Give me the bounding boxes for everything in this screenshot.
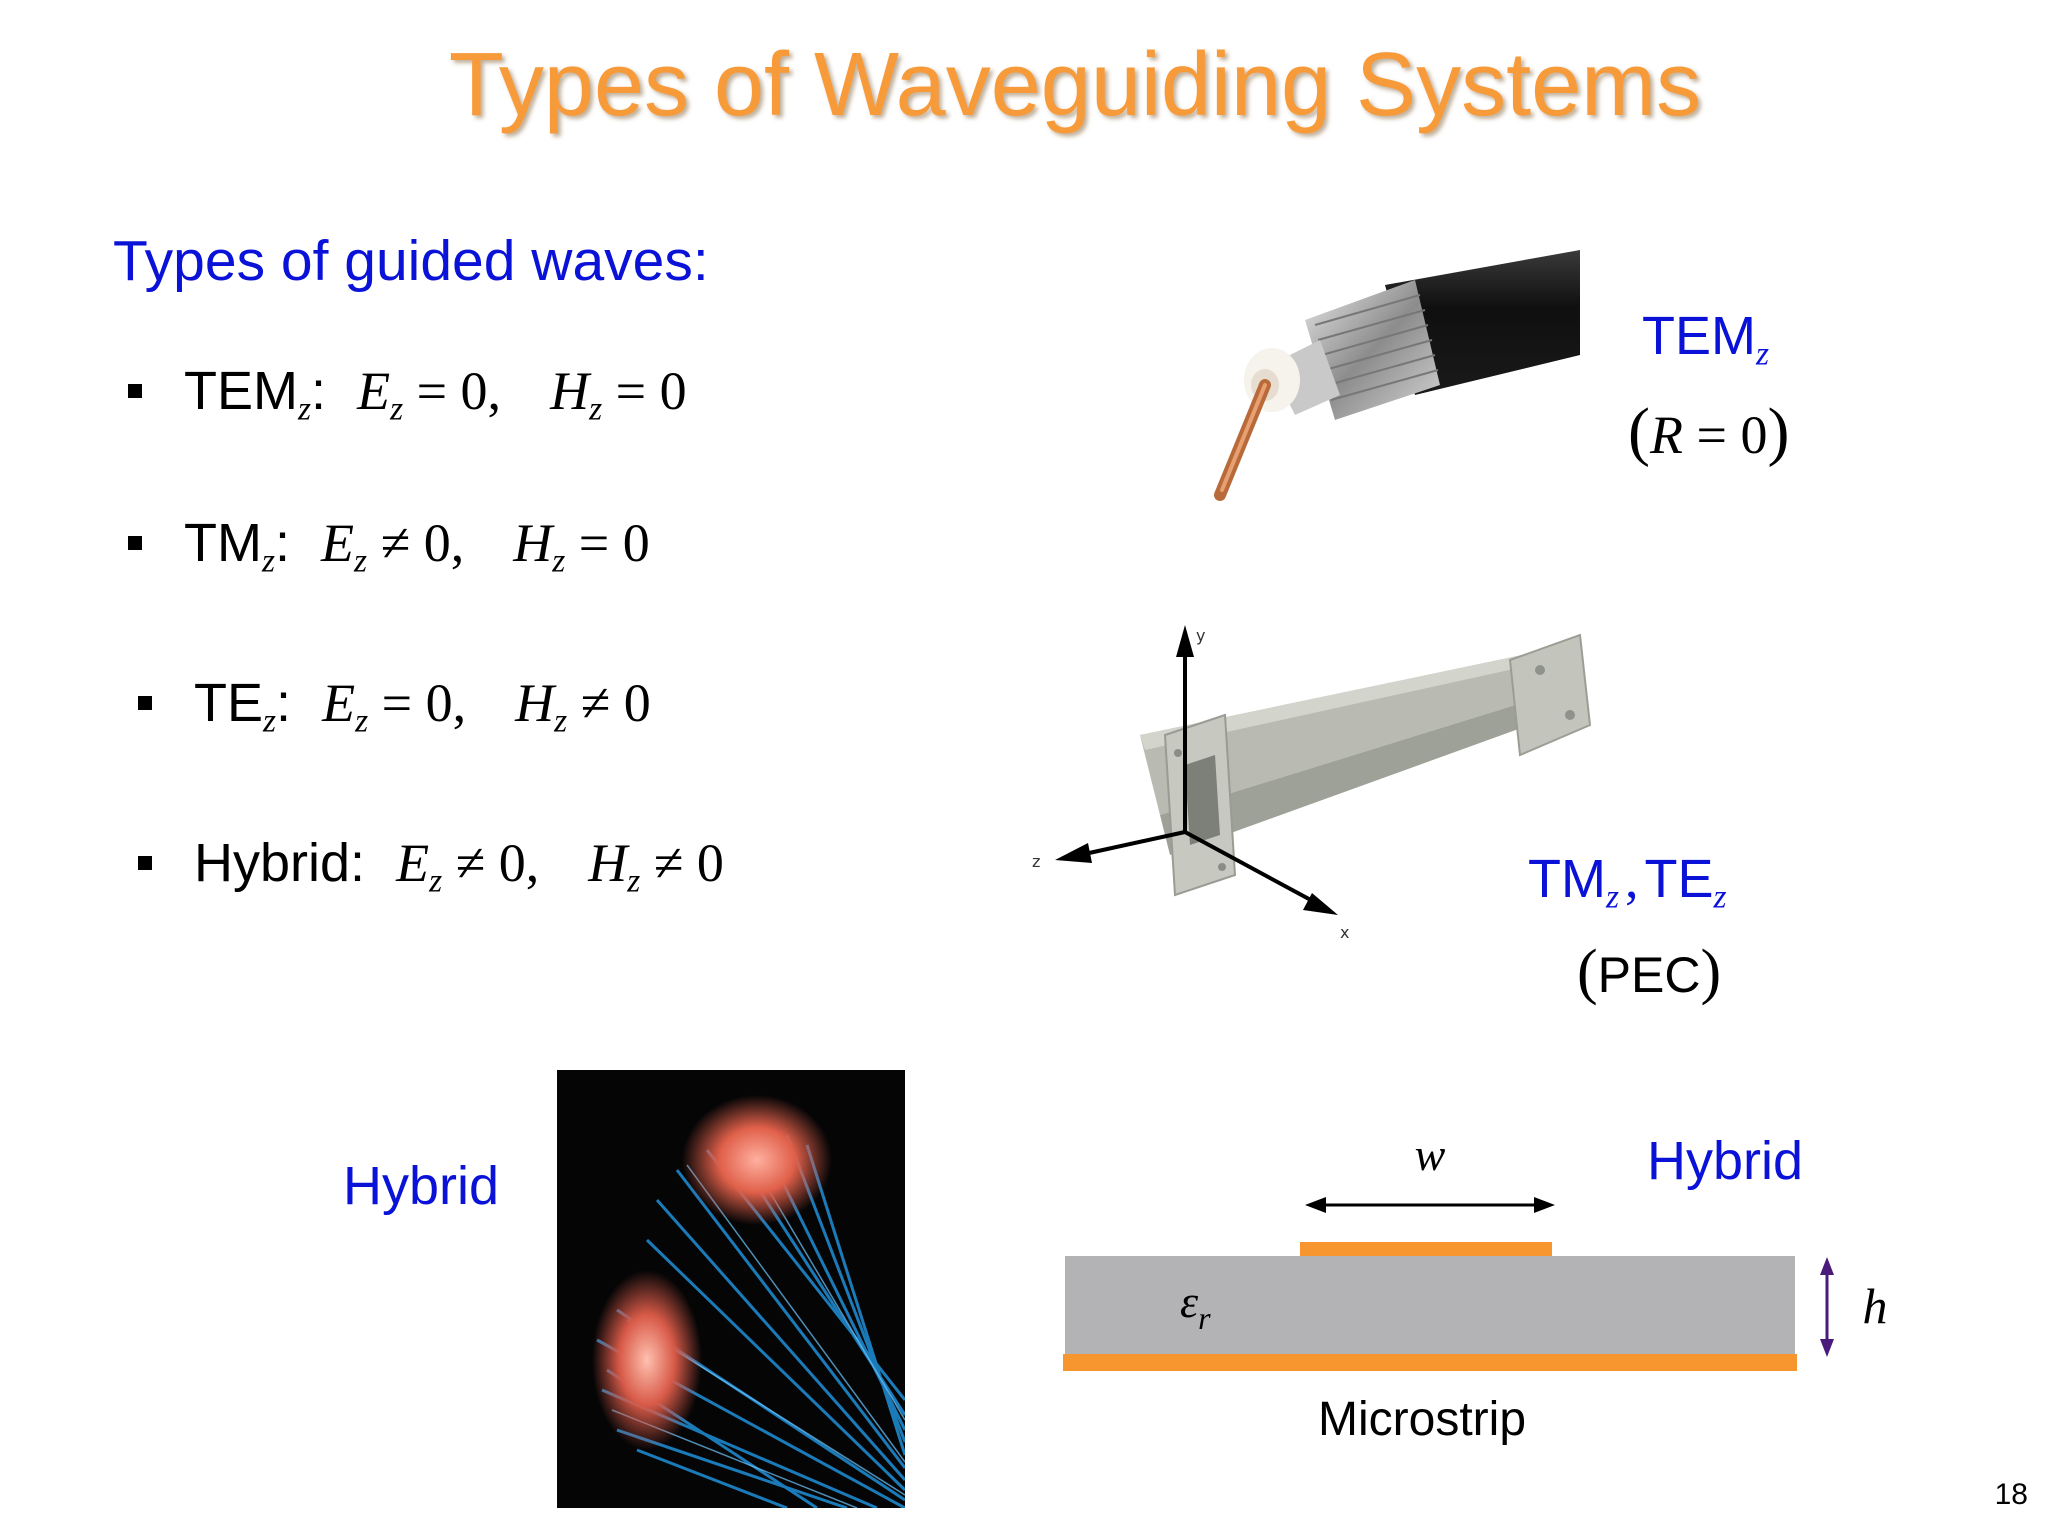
mode-subscript: z — [263, 702, 277, 740]
ground-plane — [1063, 1354, 1797, 1371]
x-axis-label: x — [1340, 923, 1349, 942]
rectangular-waveguide-image: y z x — [1032, 625, 1592, 942]
mode-subscript: z — [261, 542, 275, 580]
signal-strip — [1300, 1242, 1552, 1256]
z-axis-label: z — [1032, 852, 1040, 871]
optical-fiber-image — [557, 1070, 905, 1508]
microstrip-caption: Microstrip — [1318, 1393, 1527, 1446]
bullet-marker — [138, 855, 152, 870]
bullet-marker — [128, 383, 142, 398]
slide-title: Types of Waveguiding Systems — [448, 35, 1702, 135]
ez-equation: Ez = 0, — [357, 361, 502, 428]
x-axis — [1184, 830, 1321, 907]
microstrip-mode-label: Hybrid — [1647, 1131, 1804, 1191]
coax-condition: (R = 0) — [1628, 395, 1790, 468]
coaxial-cable-image — [1214, 250, 1580, 501]
mode-name: TEM — [184, 361, 298, 421]
bullet-marker — [138, 695, 152, 710]
bullet-hybrid: Hybrid: Ez ≠ 0, Hz ≠ 0 — [138, 832, 724, 912]
ez-equation: Ez ≠ 0, — [396, 833, 540, 900]
y-axis-label: y — [1196, 626, 1205, 645]
width-symbol: w — [1415, 1129, 1446, 1180]
z-axis — [1079, 830, 1186, 857]
subtitle: Types of guided waves: — [113, 229, 709, 293]
hz-equation: Hz = 0 — [513, 513, 650, 580]
ez-equation: Ez ≠ 0, — [321, 513, 465, 580]
bullet-tem: TEMz: Ez = 0, Hz = 0 — [128, 360, 687, 440]
hz-equation: Hz = 0 — [550, 361, 687, 428]
microstrip-diagram: w εr h — [1063, 1129, 1888, 1371]
bullet-tm: TMz: Ez ≠ 0, Hz = 0 — [128, 512, 650, 592]
mode-name: TE — [194, 673, 264, 733]
waveguide-condition: (PEC) — [1577, 938, 1722, 1006]
bullet-marker — [128, 535, 142, 550]
mode-name: Hybrid — [194, 833, 351, 893]
bullet-te: TEz: Ez = 0, Hz ≠ 0 — [138, 672, 651, 752]
hz-equation: Hz ≠ 0 — [515, 673, 651, 740]
height-symbol: h — [1863, 1278, 1888, 1334]
ez-equation: Ez = 0, — [322, 673, 467, 740]
mode-subscript: z — [298, 390, 312, 428]
hz-equation: Hz ≠ 0 — [588, 833, 724, 900]
coax-mode-label: TEMz — [1642, 306, 1770, 373]
fiber-mode-label: Hybrid — [343, 1156, 500, 1216]
mode-name: TM — [184, 513, 262, 573]
permittivity-symbol: εr — [1180, 1276, 1211, 1336]
page-number: 18 — [1994, 1478, 2028, 1511]
substrate — [1065, 1256, 1795, 1362]
waveguide-mode-label: TMz,TEz — [1528, 849, 1727, 916]
